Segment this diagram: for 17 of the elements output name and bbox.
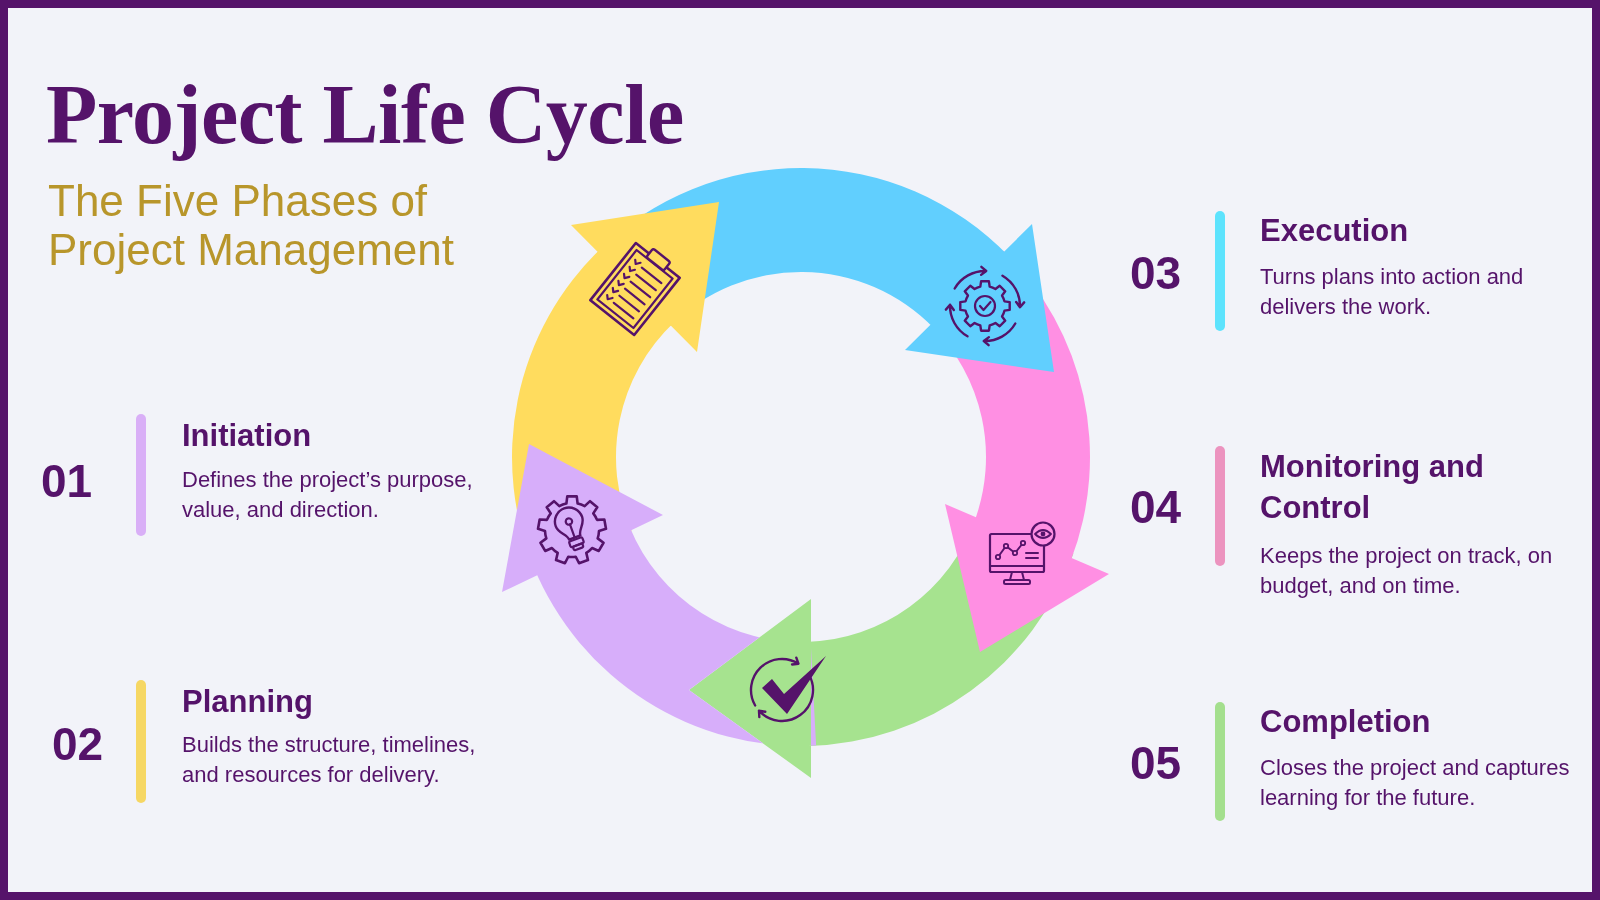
phase-description: Defines the project’s purpose, value, and direction.	[182, 466, 474, 524]
phase-number: 03	[1130, 248, 1182, 298]
phase-description: Builds the structure, timelines, and resources for delivery.	[182, 731, 477, 789]
title: Project Life Cycle	[46, 67, 684, 163]
phase-number: 02	[52, 719, 104, 769]
phase-number: 05	[1130, 738, 1182, 788]
phase-heading: Monitoring and Control	[1260, 448, 1485, 527]
phase-heading: Execution	[1260, 213, 1409, 249]
phase-description: Turns plans into action and delivers the work.	[1260, 263, 1525, 321]
subtitle: The Five Phases of Project Management	[48, 176, 455, 274]
phase-heading: Initiation	[182, 418, 312, 454]
phase-description: Keeps the project on track, on budget, and on time.	[1260, 542, 1554, 600]
phase-number: 01	[41, 456, 93, 506]
phase-heading: Planning	[182, 684, 313, 720]
phase-description: Closes the project and captures learning for the future.	[1260, 754, 1571, 812]
phase-heading: Completion	[1260, 704, 1431, 740]
phase-number: 04	[1130, 482, 1182, 532]
